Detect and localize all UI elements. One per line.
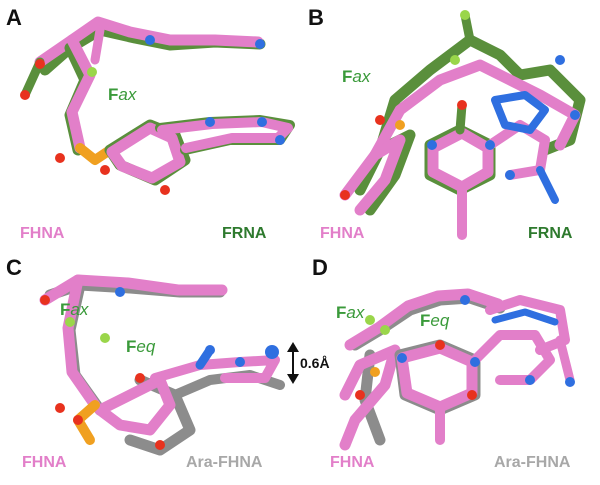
label-ara-fhna-c: Ara-FHNA <box>186 454 263 471</box>
panel-letter-d: D <box>312 255 328 280</box>
distance-label: 0.6Å <box>300 355 330 371</box>
panel-a: A <box>6 5 295 242</box>
molecule-a <box>20 16 295 195</box>
annotation-feq-c: Feq <box>126 337 156 356</box>
label-frna-b: FRNA <box>528 225 573 242</box>
panel-c: C <box>6 255 330 471</box>
molecule-b <box>339 10 586 240</box>
annotation-fax-c: Fax <box>60 300 89 319</box>
panel-d: D <box>312 255 575 471</box>
annotation-fax-a: Fax <box>108 85 137 104</box>
label-fhna-c: FHNA <box>22 454 67 471</box>
label-fhna-a: FHNA <box>20 225 65 242</box>
panel-letter-c: C <box>6 255 22 280</box>
label-ara-fhna-d: Ara-FHNA <box>494 454 571 471</box>
panel-letter-b: B <box>308 5 324 30</box>
label-fhna-b: FHNA <box>320 225 365 242</box>
molecule-d <box>339 288 575 451</box>
annotation-fax-d: Fax <box>336 303 365 322</box>
panel-b: B <box>308 5 586 242</box>
label-fhna-d: FHNA <box>330 454 375 471</box>
annotation-fax-b: Fax <box>342 67 371 86</box>
distance-arrow <box>287 342 299 384</box>
label-frna-a: FRNA <box>222 225 267 242</box>
panel-letter-a: A <box>6 5 22 30</box>
annotation-feq-d: Feq <box>420 311 450 330</box>
molecule-c <box>39 274 285 456</box>
